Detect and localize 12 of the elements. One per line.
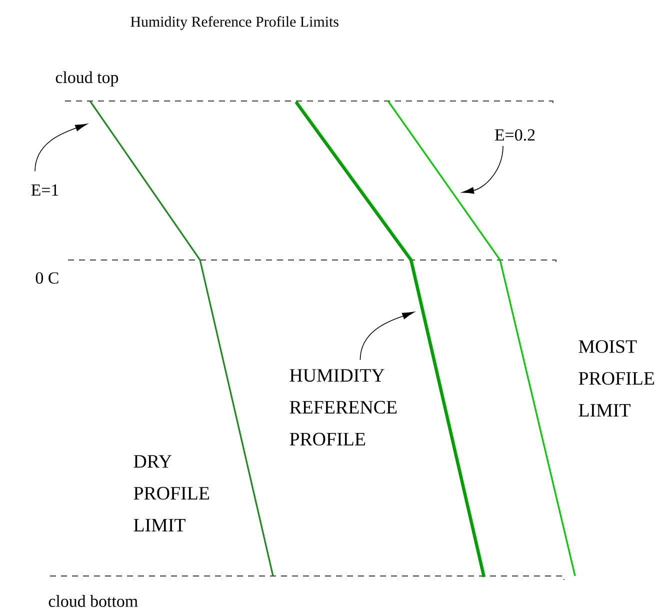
profile-label: DRY PROFILE LIMIT bbox=[134, 455, 210, 532]
callout-text: E=0.2 bbox=[494, 129, 535, 141]
leader-arrow bbox=[360, 312, 414, 360]
cloud-top-label: cloud top bbox=[56, 71, 118, 87]
cloud-bottom-label: cloud bottom bbox=[48, 595, 138, 607]
leader-arrow bbox=[34, 124, 88, 172]
profile-label: MOIST PROFILE LIMIT bbox=[578, 340, 654, 416]
callout-text: HUMIDITY REFERENCE PROFILE bbox=[290, 369, 397, 446]
callout-text: E=1 bbox=[31, 184, 58, 196]
leader-arrow bbox=[462, 146, 504, 194]
level-label: 0 C bbox=[36, 272, 58, 284]
title: Humidity Reference Profile Limits bbox=[130, 16, 338, 30]
